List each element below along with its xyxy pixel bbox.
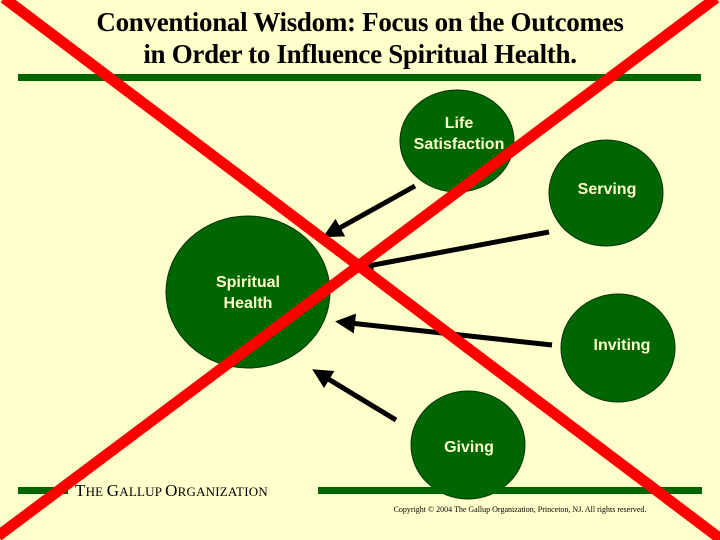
- label-line: Life: [444, 115, 474, 132]
- spiritual-health-label: Spiritual Health: [188, 272, 308, 314]
- org-text: T: [75, 481, 86, 500]
- arrow-giving: [312, 369, 398, 423]
- inviting-label: Inviting: [572, 335, 672, 356]
- giving-label: Giving: [419, 437, 519, 458]
- footer-rule-right: [318, 487, 702, 494]
- serving-label: Serving: [557, 179, 657, 200]
- title-rule: [18, 74, 701, 81]
- org-text: O: [165, 481, 178, 500]
- label-line: Satisfaction: [413, 136, 505, 153]
- footer-rule-left: [18, 487, 68, 494]
- label-line: Health: [223, 295, 273, 312]
- org-text: RGANIZATION: [177, 484, 268, 499]
- slide-title: Conventional Wisdom: Focus on the Outcom…: [0, 6, 720, 70]
- organization-logo-text: THE GALLUP ORGANIZATION: [75, 481, 268, 501]
- org-text: G: [106, 481, 120, 500]
- serving-node: [548, 139, 664, 247]
- org-text: HE: [85, 484, 107, 499]
- title-line-2: in Order to Influence Spiritual Health.: [143, 39, 577, 69]
- label-line: Serving: [577, 181, 637, 198]
- org-text: ALLUP: [119, 484, 166, 499]
- label-line: Spiritual: [215, 274, 280, 291]
- copyright-notice: Copyright © 2004 The Gallup Organization…: [393, 505, 647, 514]
- label-line: Inviting: [593, 337, 651, 354]
- title-line-1: Conventional Wisdom: Focus on the Outcom…: [96, 7, 624, 37]
- label-line: Giving: [444, 439, 494, 456]
- arrow-life-satisfaction: [322, 183, 417, 238]
- arrow-serving: [353, 229, 550, 275]
- life-satisfaction-label: Life Satisfaction: [397, 113, 521, 155]
- giving-node: [410, 390, 526, 500]
- inviting-node: [560, 293, 676, 403]
